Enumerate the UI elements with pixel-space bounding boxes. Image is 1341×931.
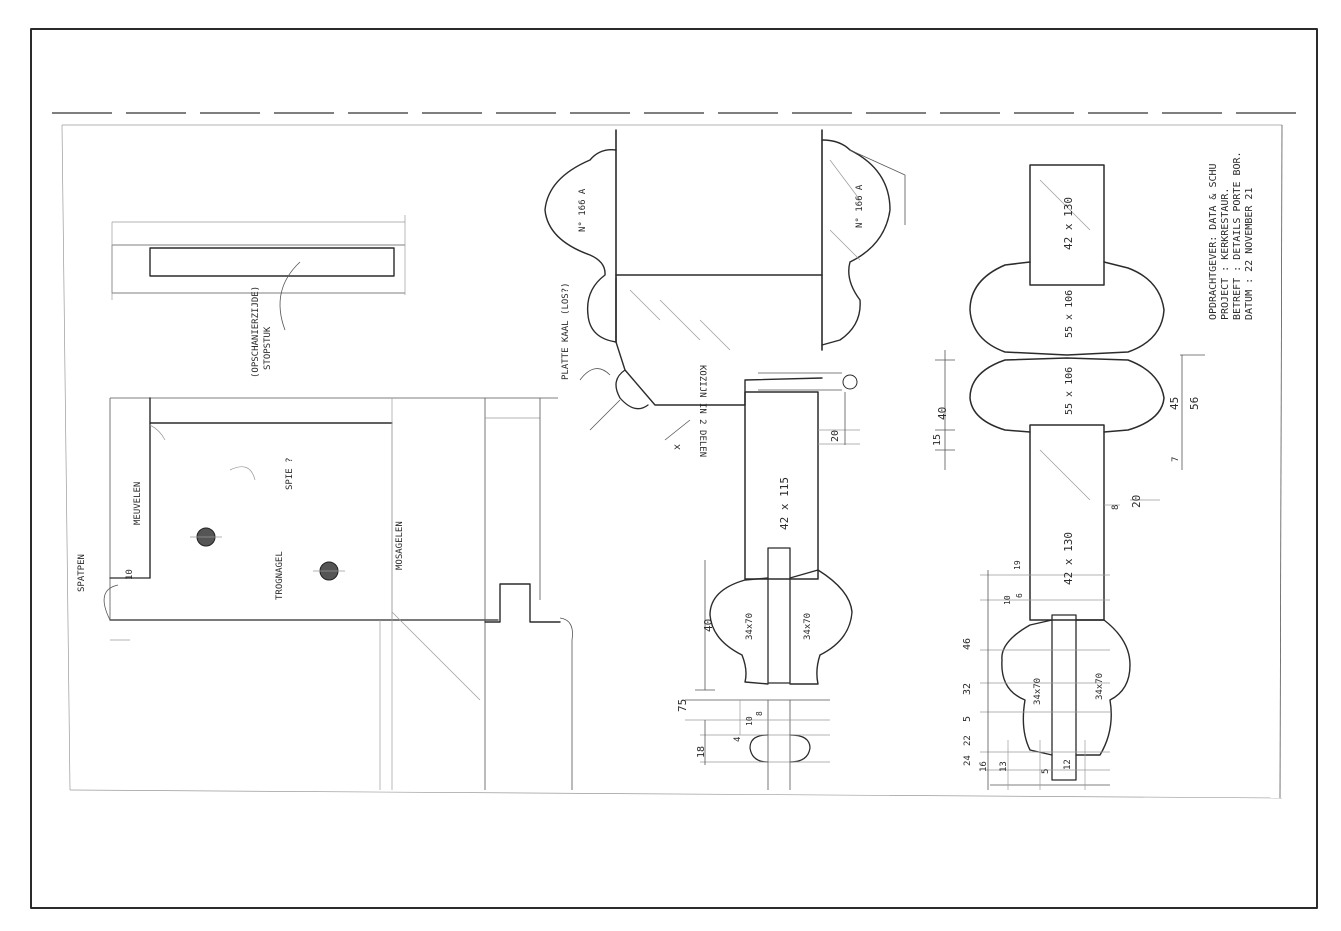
- dim-46: 46: [962, 638, 973, 650]
- dim-40-right: 40: [936, 407, 949, 420]
- label-mosagelen: MOSAGELEN: [395, 521, 405, 570]
- label-top-stile: 42 x 130: [1062, 197, 1075, 250]
- label-section-42x115: 42 x 115: [778, 477, 791, 530]
- title-block: OPDRACHTGEVER: DATA & SCHU PROJECT : KER…: [1208, 151, 1255, 320]
- title-date: DATUM : 22 NOVEMBER 21: [1244, 188, 1255, 320]
- label-spie: SPIE ?: [285, 457, 295, 490]
- dim-19: 19: [1013, 560, 1022, 570]
- dim-8-right: 8: [1111, 505, 1121, 510]
- section-frame-detail: [544, 129, 906, 790]
- label-lat-lower-right: 34x70: [1095, 673, 1105, 700]
- label-trognagel: TROGNAGEL: [275, 551, 285, 600]
- dim-4: 4: [733, 737, 743, 742]
- dim-13: 13: [999, 761, 1009, 772]
- dim-40-middle: 40: [702, 619, 715, 632]
- dim-5-right: 5: [962, 716, 973, 722]
- dim-16: 16: [979, 761, 989, 772]
- page-frame: [30, 28, 1318, 909]
- label-stopstuk: STOPSTUK: [263, 326, 273, 370]
- label-opschanierzijde: (OPSCHANIERZIJDE): [251, 286, 261, 378]
- title-subject: BETREFT : DETAILS PORTE BOR.: [1232, 151, 1243, 320]
- dim-5-bottom: 5: [1041, 769, 1051, 774]
- dim-75: 75: [676, 699, 689, 712]
- label-lower-profile: 55 x 106: [1064, 367, 1075, 415]
- dim-7: 7: [1171, 457, 1181, 462]
- inner-border-left: [61, 124, 71, 791]
- dim-10-right: 10: [1003, 595, 1012, 605]
- label-upper-profile: 55 x 106: [1064, 290, 1075, 338]
- dim-45: 45: [1168, 397, 1181, 410]
- dim-32: 32: [962, 683, 973, 695]
- dim-12: 12: [1063, 759, 1073, 770]
- dim-10-middle: 10: [745, 716, 754, 726]
- dim-20-middle: 20: [830, 430, 841, 442]
- dim-22: 22: [963, 735, 973, 746]
- dim-56: 56: [1188, 397, 1201, 410]
- inner-border-right: [1279, 124, 1283, 799]
- dim-18: 18: [696, 746, 707, 758]
- label-spatpen: SPATPEN: [77, 554, 87, 592]
- label-profile-number-right: N° 166 A: [855, 184, 865, 228]
- label-lat-left: 34x70: [745, 613, 755, 640]
- dim-15: 15: [932, 434, 943, 446]
- stopstuk-detail: [111, 215, 406, 331]
- dim-10-left: 10: [125, 569, 135, 580]
- dim-6: 6: [1015, 593, 1024, 598]
- dim-8-middle: 8: [755, 711, 764, 716]
- label-platte-kaal: PLATTE KAAL (LOS?): [561, 282, 571, 380]
- section-profile-detail: [935, 164, 1205, 790]
- label-meuvelen: MEUVELEN: [133, 482, 143, 525]
- label-lat-lower-left: 34x70: [1033, 678, 1043, 705]
- label-middle-stile: 42 x 130: [1062, 532, 1075, 585]
- title-project: PROJECT : KERKRESTAUR.: [1220, 188, 1231, 320]
- label-lat-right: 34x70: [803, 613, 813, 640]
- door-elevation-detail: [103, 397, 573, 790]
- label-kozijn: KOZIJN IN 2 DELEN: [697, 365, 707, 457]
- dim-x: x: [672, 444, 683, 450]
- inner-border-bottom: [69, 789, 1283, 799]
- dim-20-right: 20: [1130, 495, 1143, 508]
- label-profile-number-left: N° 166 A: [578, 188, 588, 232]
- dim-24: 24: [963, 755, 973, 766]
- title-client: OPDRACHTGEVER: DATA & SCHU: [1208, 163, 1219, 320]
